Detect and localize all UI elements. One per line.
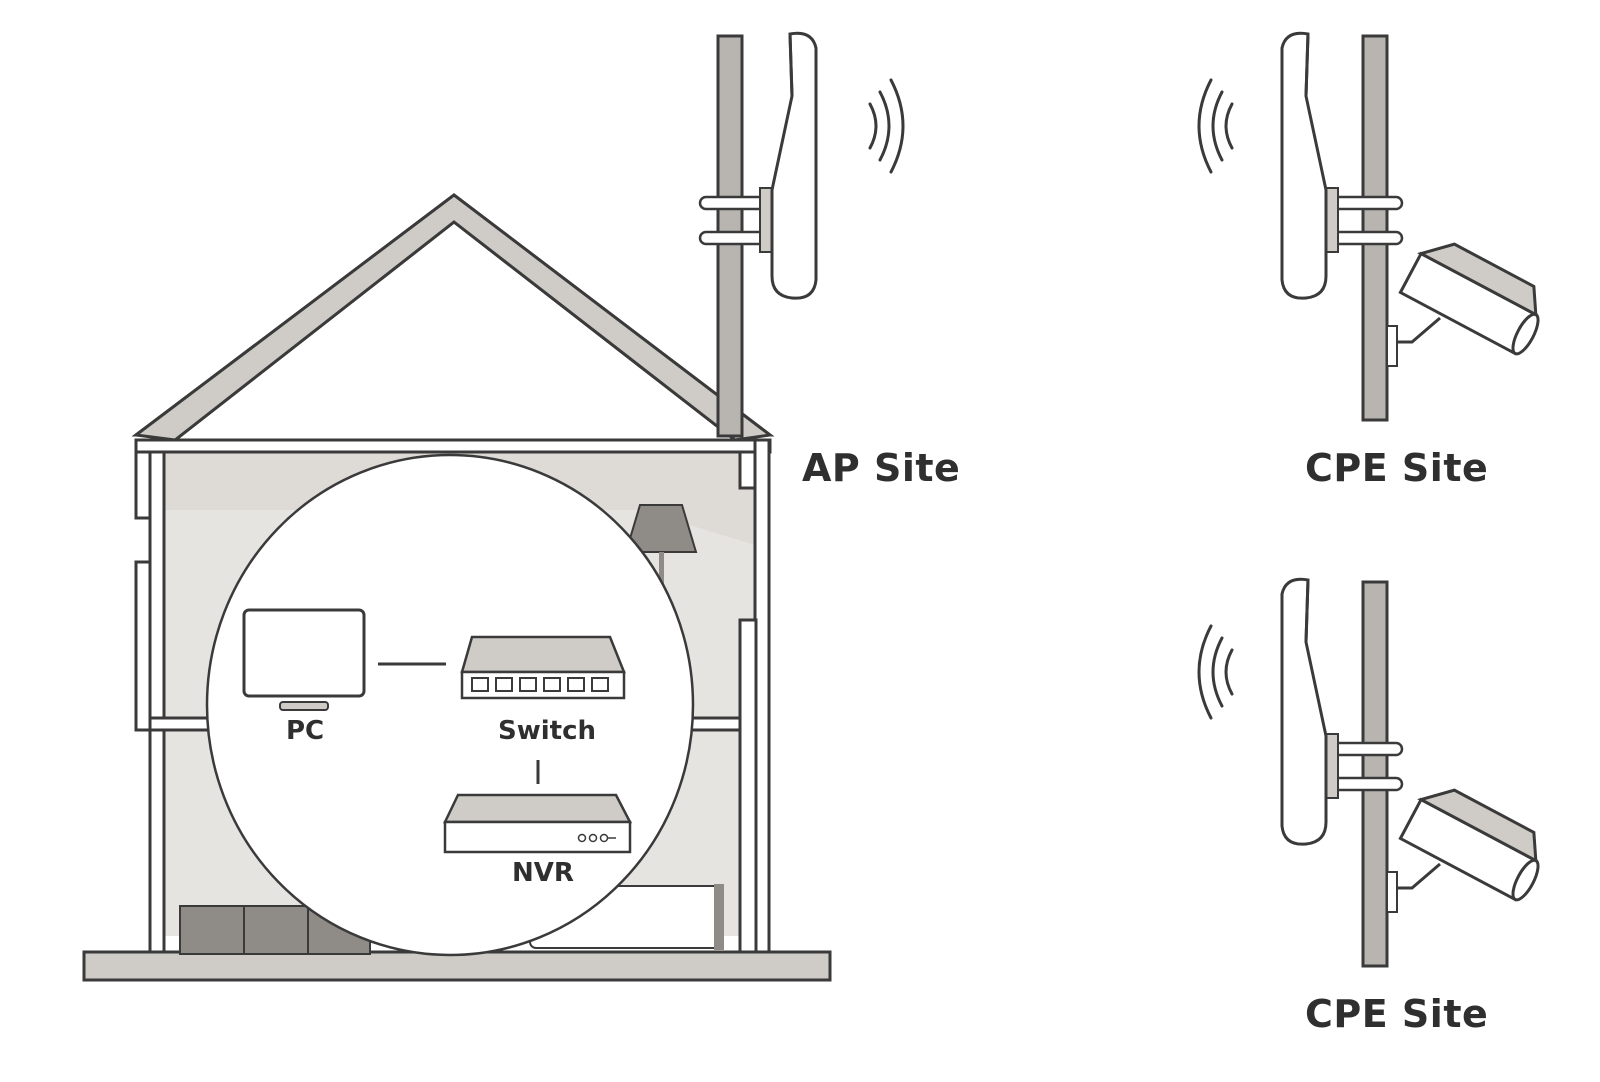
mast-pole-icon [1361,34,1389,422]
pc-label: PC [286,716,325,746]
wifi-waves-icon [868,78,905,174]
cpe-site-bottom [1197,577,1540,968]
cpe-site-top-label: CPE Site [1305,446,1489,490]
network-switch-icon [460,635,626,700]
monitor-icon [242,608,366,711]
house-icon [82,193,832,982]
sector-antenna-icon [770,31,818,300]
nvr-label: NVR [512,858,574,888]
mast-pole-icon [1361,580,1389,968]
cctv-camera-icon [1386,788,1540,913]
ap-site-label: AP Site [802,446,961,490]
cctv-camera-icon [1386,242,1540,367]
wifi-waves-icon [1197,78,1234,174]
sector-antenna-icon [1280,577,1328,846]
cpe-site-top [1197,31,1540,422]
wifi-waves-icon [1197,624,1234,720]
cpe-site-bottom-label: CPE Site [1305,992,1489,1036]
switch-label: Switch [498,716,597,746]
nvr-recorder-icon [443,793,633,854]
ap-mast [698,31,905,438]
sector-antenna-icon [1280,31,1328,300]
